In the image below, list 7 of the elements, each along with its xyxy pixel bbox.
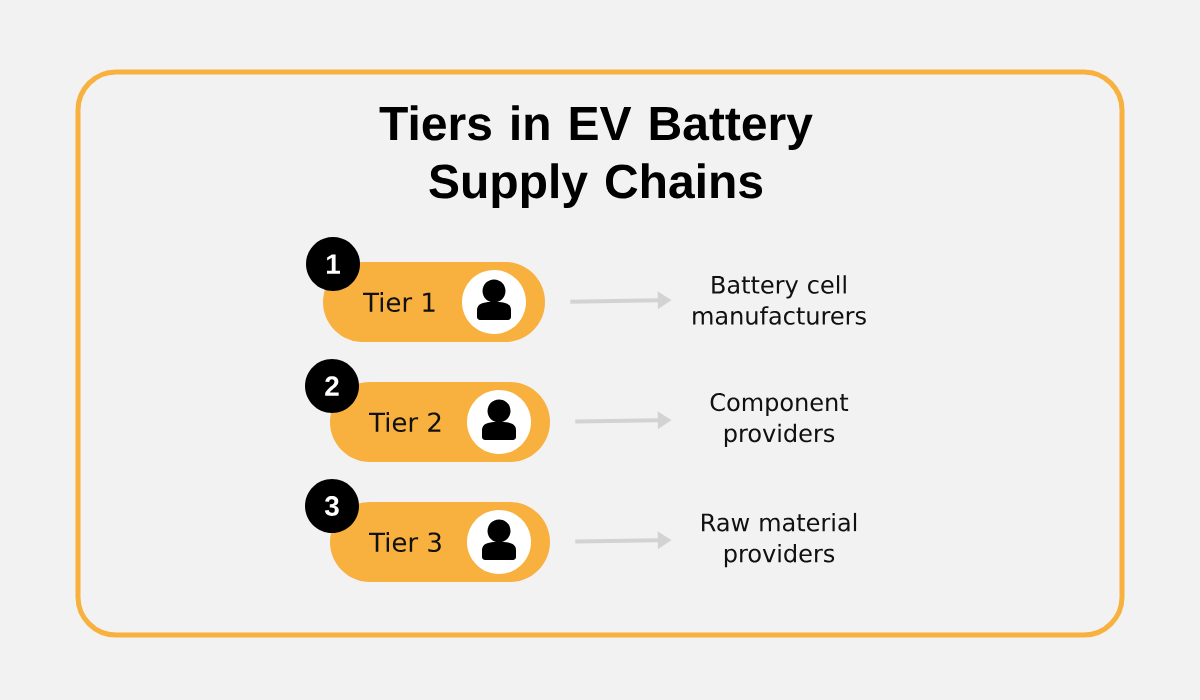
number-badge: 1 bbox=[306, 237, 360, 291]
description-text: Raw material providers bbox=[702, 512, 857, 568]
title: Tiers in EV Battery Supply Chains bbox=[379, 105, 813, 208]
number-badge: 2 bbox=[305, 359, 359, 413]
description-text: Battery cell manufacturers bbox=[693, 275, 866, 325]
number-badge: 3 bbox=[305, 479, 359, 533]
description-text: Component providers bbox=[710, 393, 849, 447]
